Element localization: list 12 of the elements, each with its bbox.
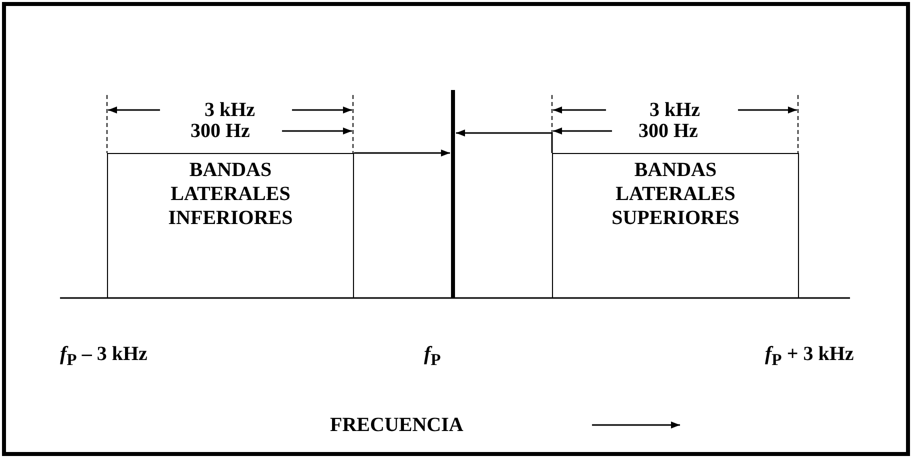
band-label: BANDAS LATERALES SUPERIORES: [610, 158, 740, 230]
axis-title: FRECUENCIA: [330, 413, 464, 437]
dimension-label: 300 Hz: [190, 119, 250, 143]
dimension-label: 300 Hz: [638, 119, 698, 143]
arrow: [354, 150, 450, 156]
frequency-label: f$_{P}$ – 3 kHz: [60, 342, 148, 371]
dimension-label: 3 kHz: [204, 98, 256, 122]
dimension-label: 3 kHz: [650, 98, 700, 122]
frequency-label: f$_{P}$ + 3 kHz: [765, 342, 854, 371]
frequency-label: f$_{P}$: [424, 342, 441, 371]
band-label: BANDAS LATERALES INFERIORES: [167, 158, 294, 230]
arrow: [456, 130, 553, 153]
